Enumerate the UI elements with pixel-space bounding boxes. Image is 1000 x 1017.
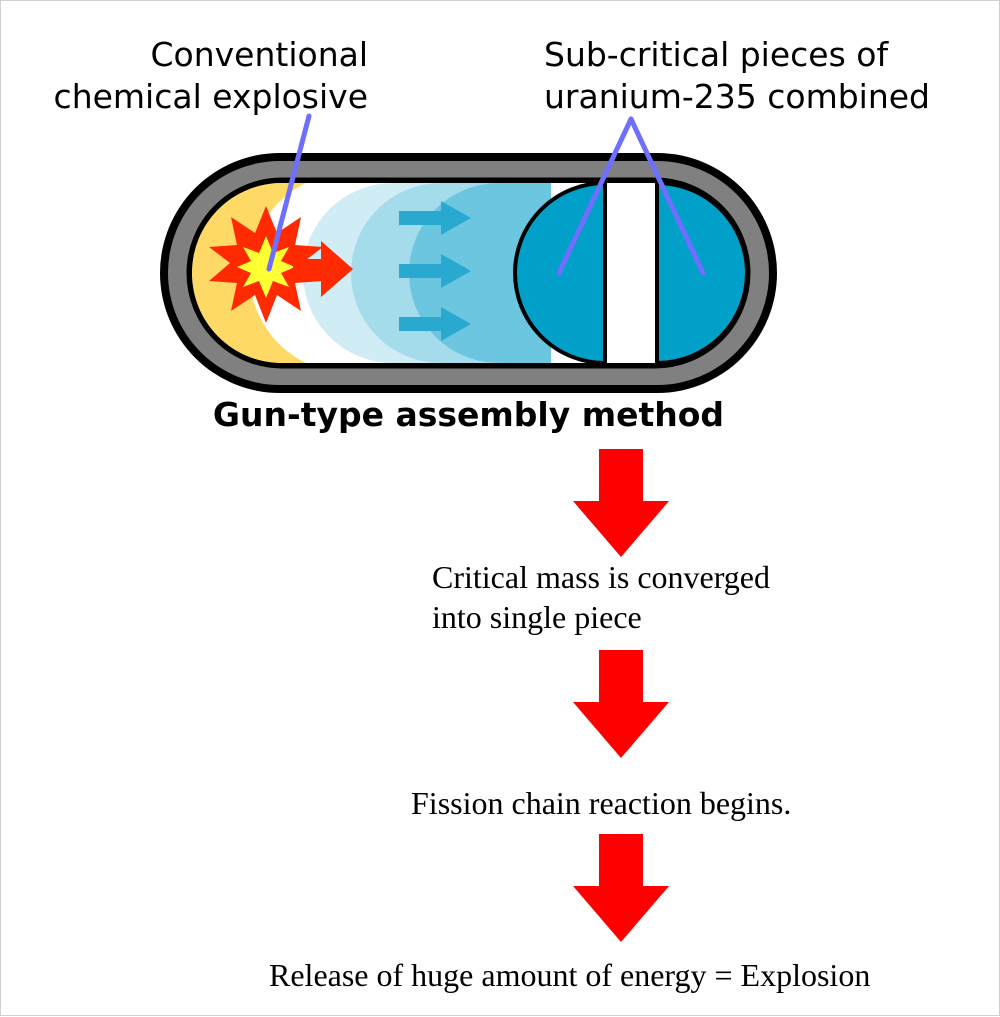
flow-arrow-down-icon bbox=[573, 650, 669, 758]
uranium-gap bbox=[605, 183, 657, 363]
explosive-label-line2: chemical explosive bbox=[53, 77, 368, 116]
flow-arrow-down-icon bbox=[573, 834, 669, 942]
explosive-pointer-line bbox=[266, 113, 312, 272]
explosive-label-line1: Conventional bbox=[150, 35, 369, 74]
flow-step-explosion: Release of huge amount of energy = Explo… bbox=[269, 957, 871, 993]
push-arrow-icon bbox=[293, 241, 353, 297]
projectile-leading-edge bbox=[249, 183, 393, 363]
uranium-pointer-line-right bbox=[628, 116, 706, 276]
explosive-label: Conventional chemical explosive bbox=[35, 34, 368, 118]
motion-arrow-icon bbox=[399, 201, 471, 235]
flow-arrow-down-icon bbox=[573, 449, 669, 557]
flow-step-fission: Fission chain reaction begins. bbox=[411, 785, 792, 821]
burst-core-icon bbox=[237, 236, 295, 298]
uranium-label-line1: Sub-critical pieces of bbox=[544, 35, 889, 74]
uranium-label: Sub-critical pieces of uranium-235 combi… bbox=[544, 34, 930, 118]
uranium-pointer-line-left bbox=[556, 116, 634, 276]
flow-step-critical-mass: Critical mass is converged into single p… bbox=[432, 557, 770, 637]
diagram-title: Gun-type assembly method bbox=[212, 395, 725, 434]
uranium-label-line2: uranium-235 combined bbox=[544, 77, 930, 116]
flow-step-critical-mass-line1: Critical mass is converged bbox=[432, 559, 770, 595]
motion-arrow-icon bbox=[399, 307, 471, 341]
flow-step-critical-mass-line2: into single piece bbox=[432, 599, 642, 635]
motion-arrow-icon bbox=[399, 254, 471, 288]
casing-inner-outline bbox=[186, 177, 751, 369]
